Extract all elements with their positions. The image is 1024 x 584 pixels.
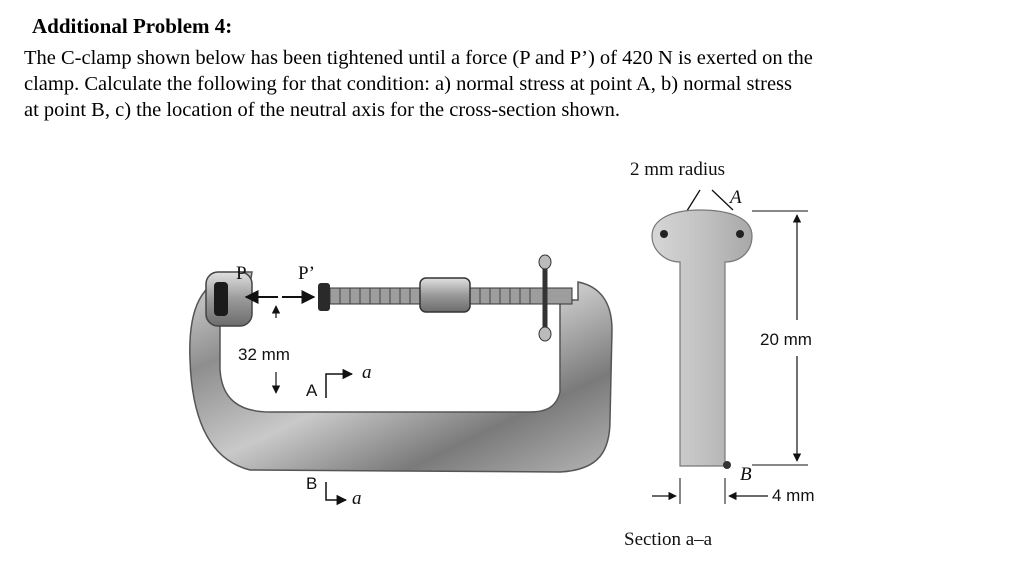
force-p-label: P	[236, 263, 247, 284]
section-caption: Section a–a	[624, 529, 713, 550]
t-section-shape	[651, 209, 753, 467]
clamp-point-b-label: B	[306, 474, 317, 493]
dimension-32mm: 32 mm	[238, 305, 290, 394]
problem-line-2: clamp. Calculate the following for that …	[24, 73, 793, 95]
cut-line-bottom	[325, 482, 348, 506]
section-point-b-label: B	[740, 464, 752, 485]
problem-line-1: The C-clamp shown below has been tighten…	[24, 47, 813, 69]
cross-section: 2 mm radius A B 20 mm 4 mm Section a–a	[624, 159, 815, 550]
force-arrows: P P’	[236, 263, 316, 304]
clamp-point-a-label: A	[306, 381, 318, 400]
cut-label-top: a	[362, 362, 372, 383]
clamp-screw	[318, 254, 573, 342]
section-cut: A B a a	[306, 362, 372, 509]
problem-line-3: at point B, c) the location of the neutr…	[24, 99, 621, 121]
section-point-b-dot	[723, 461, 731, 469]
radius-label: 2 mm radius	[630, 159, 725, 180]
force-p-prime-label: P’	[298, 263, 315, 284]
width-4mm-label: 4 mm	[772, 486, 815, 505]
section-point-a-label: A	[728, 187, 742, 208]
cut-line-top	[325, 368, 354, 398]
screw-nut	[419, 277, 471, 313]
problem-statement: The C-clamp shown below has been tighten…	[24, 45, 999, 123]
height-20mm-label: 20 mm	[760, 330, 812, 349]
cut-label-bottom: a	[352, 488, 362, 509]
problem-title: Additional Problem 4:	[32, 14, 233, 38]
c-clamp-body	[189, 271, 613, 473]
swivel-pad	[318, 283, 330, 311]
dimension-32mm-label: 32 mm	[238, 345, 290, 364]
